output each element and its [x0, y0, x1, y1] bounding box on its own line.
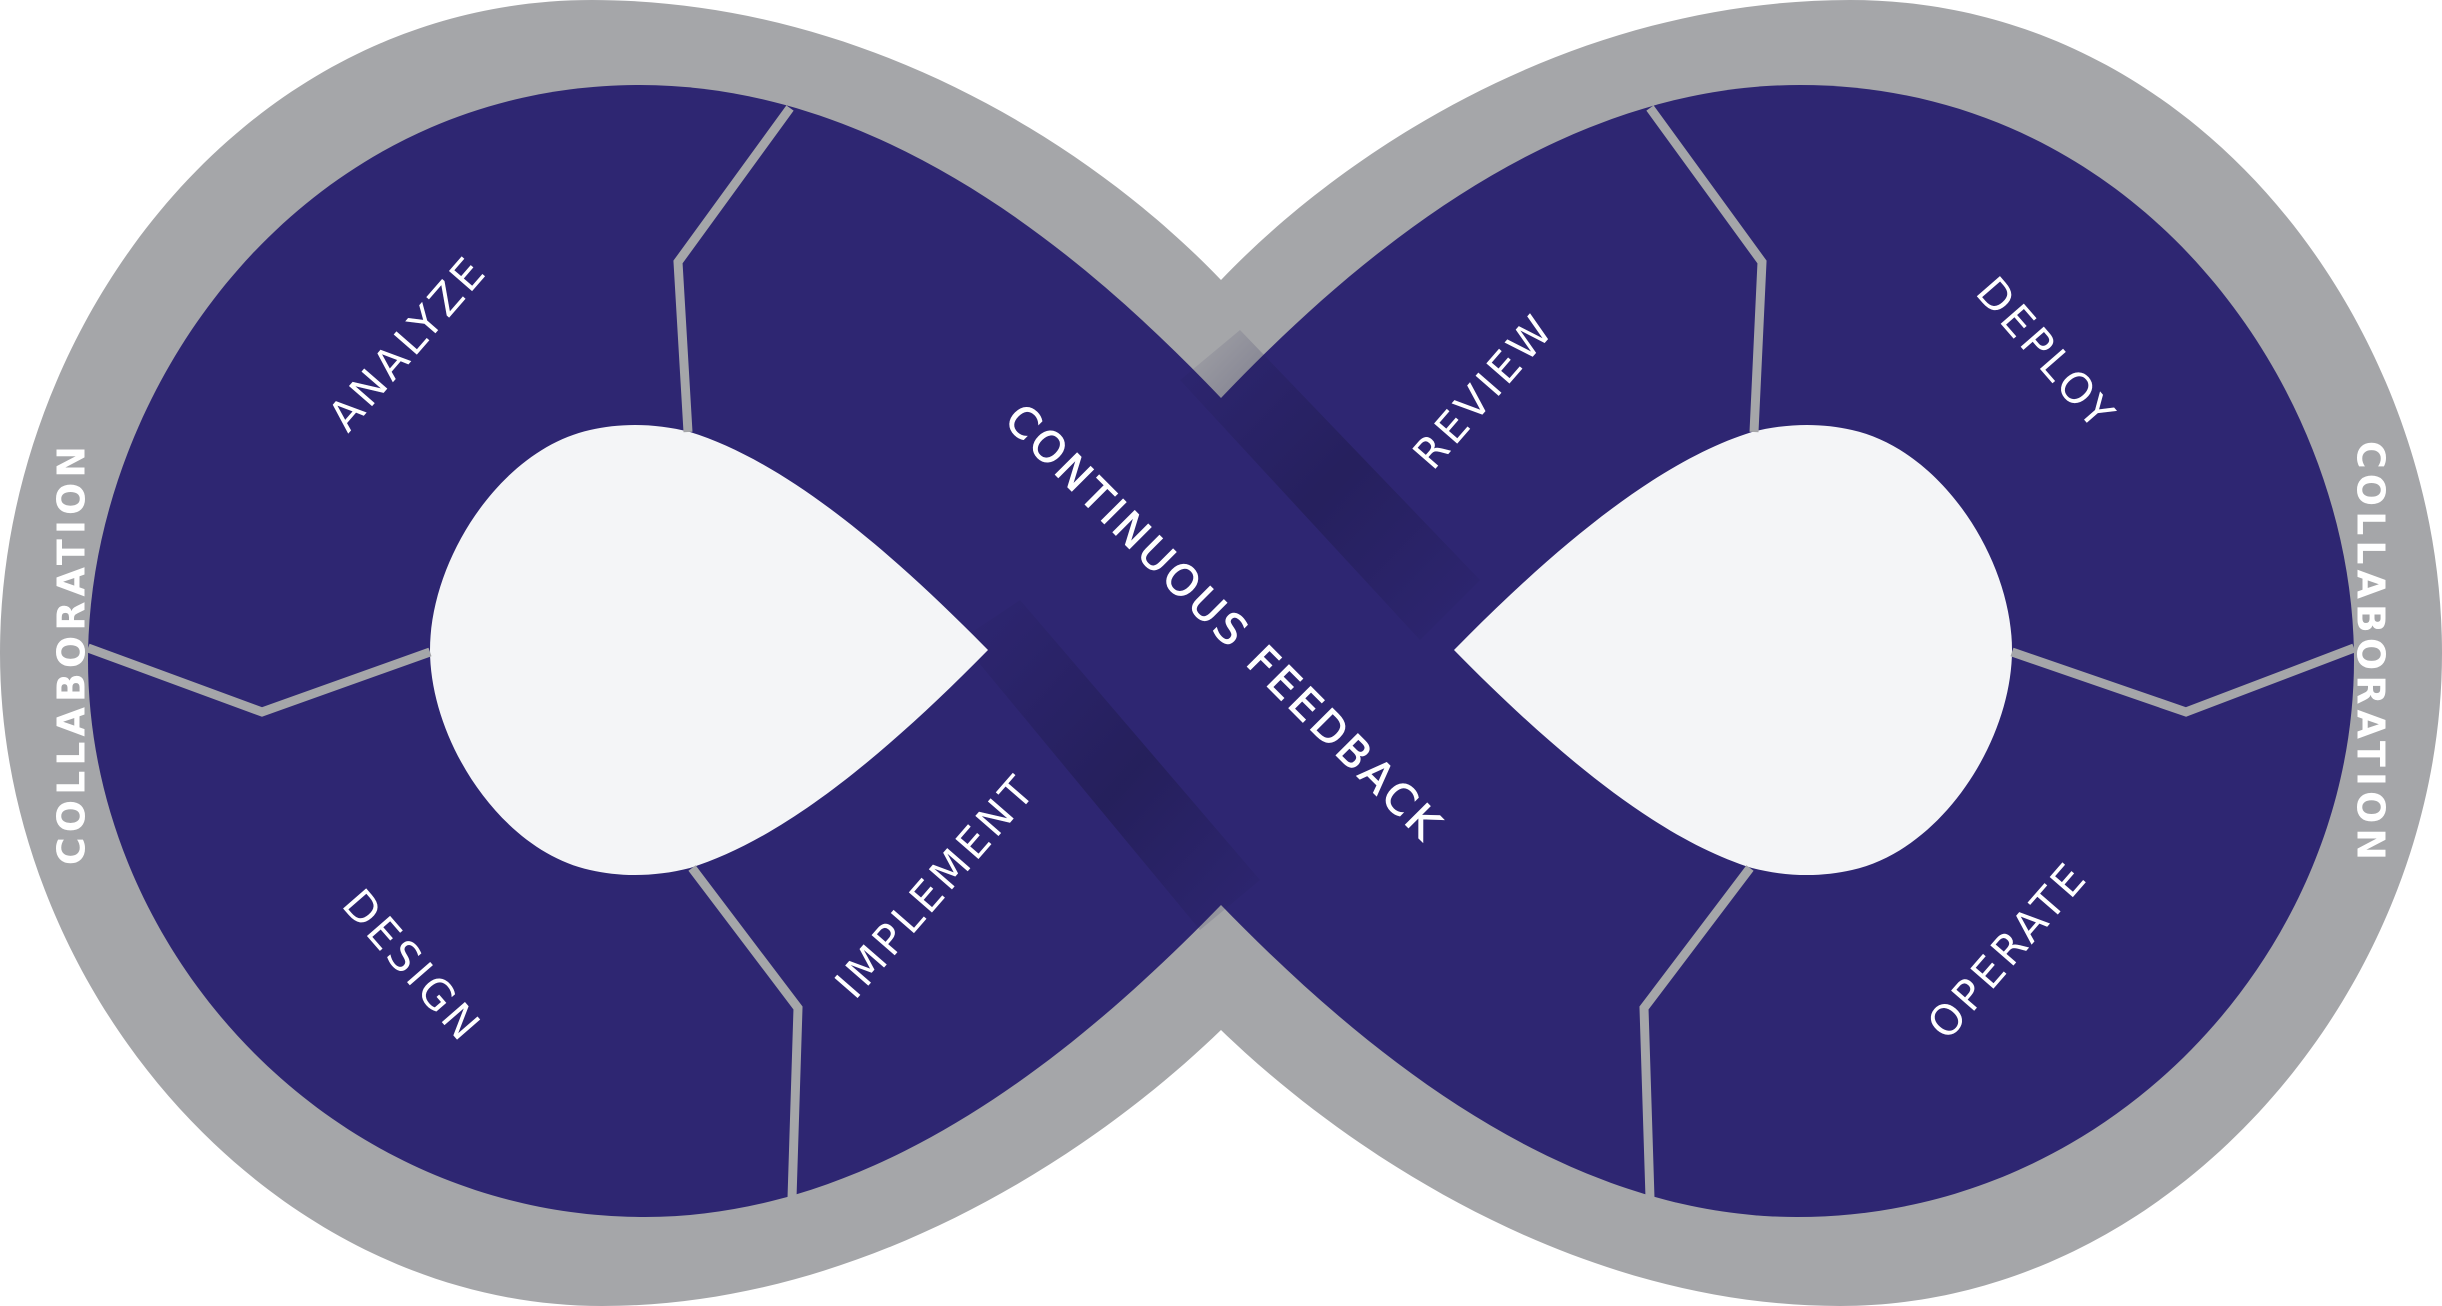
label-collaboration-left: COLLABORATION [50, 441, 94, 865]
left-hole [430, 424, 988, 876]
divider-review-deploy [1646, 105, 1767, 433]
label-collaboration-right: COLLABORATION [2349, 441, 2393, 865]
divider-review-operate [1639, 865, 1754, 1199]
divider-design-implement [688, 865, 803, 1199]
divider-deploy-operate [2010, 643, 2356, 717]
crossing-shadow-bottom [960, 600, 1260, 930]
divider-analyze-implement [673, 105, 794, 433]
crossing-shadow-top [1180, 330, 1480, 640]
divider-analyze-design [86, 643, 432, 717]
right-hole [1454, 424, 2012, 876]
